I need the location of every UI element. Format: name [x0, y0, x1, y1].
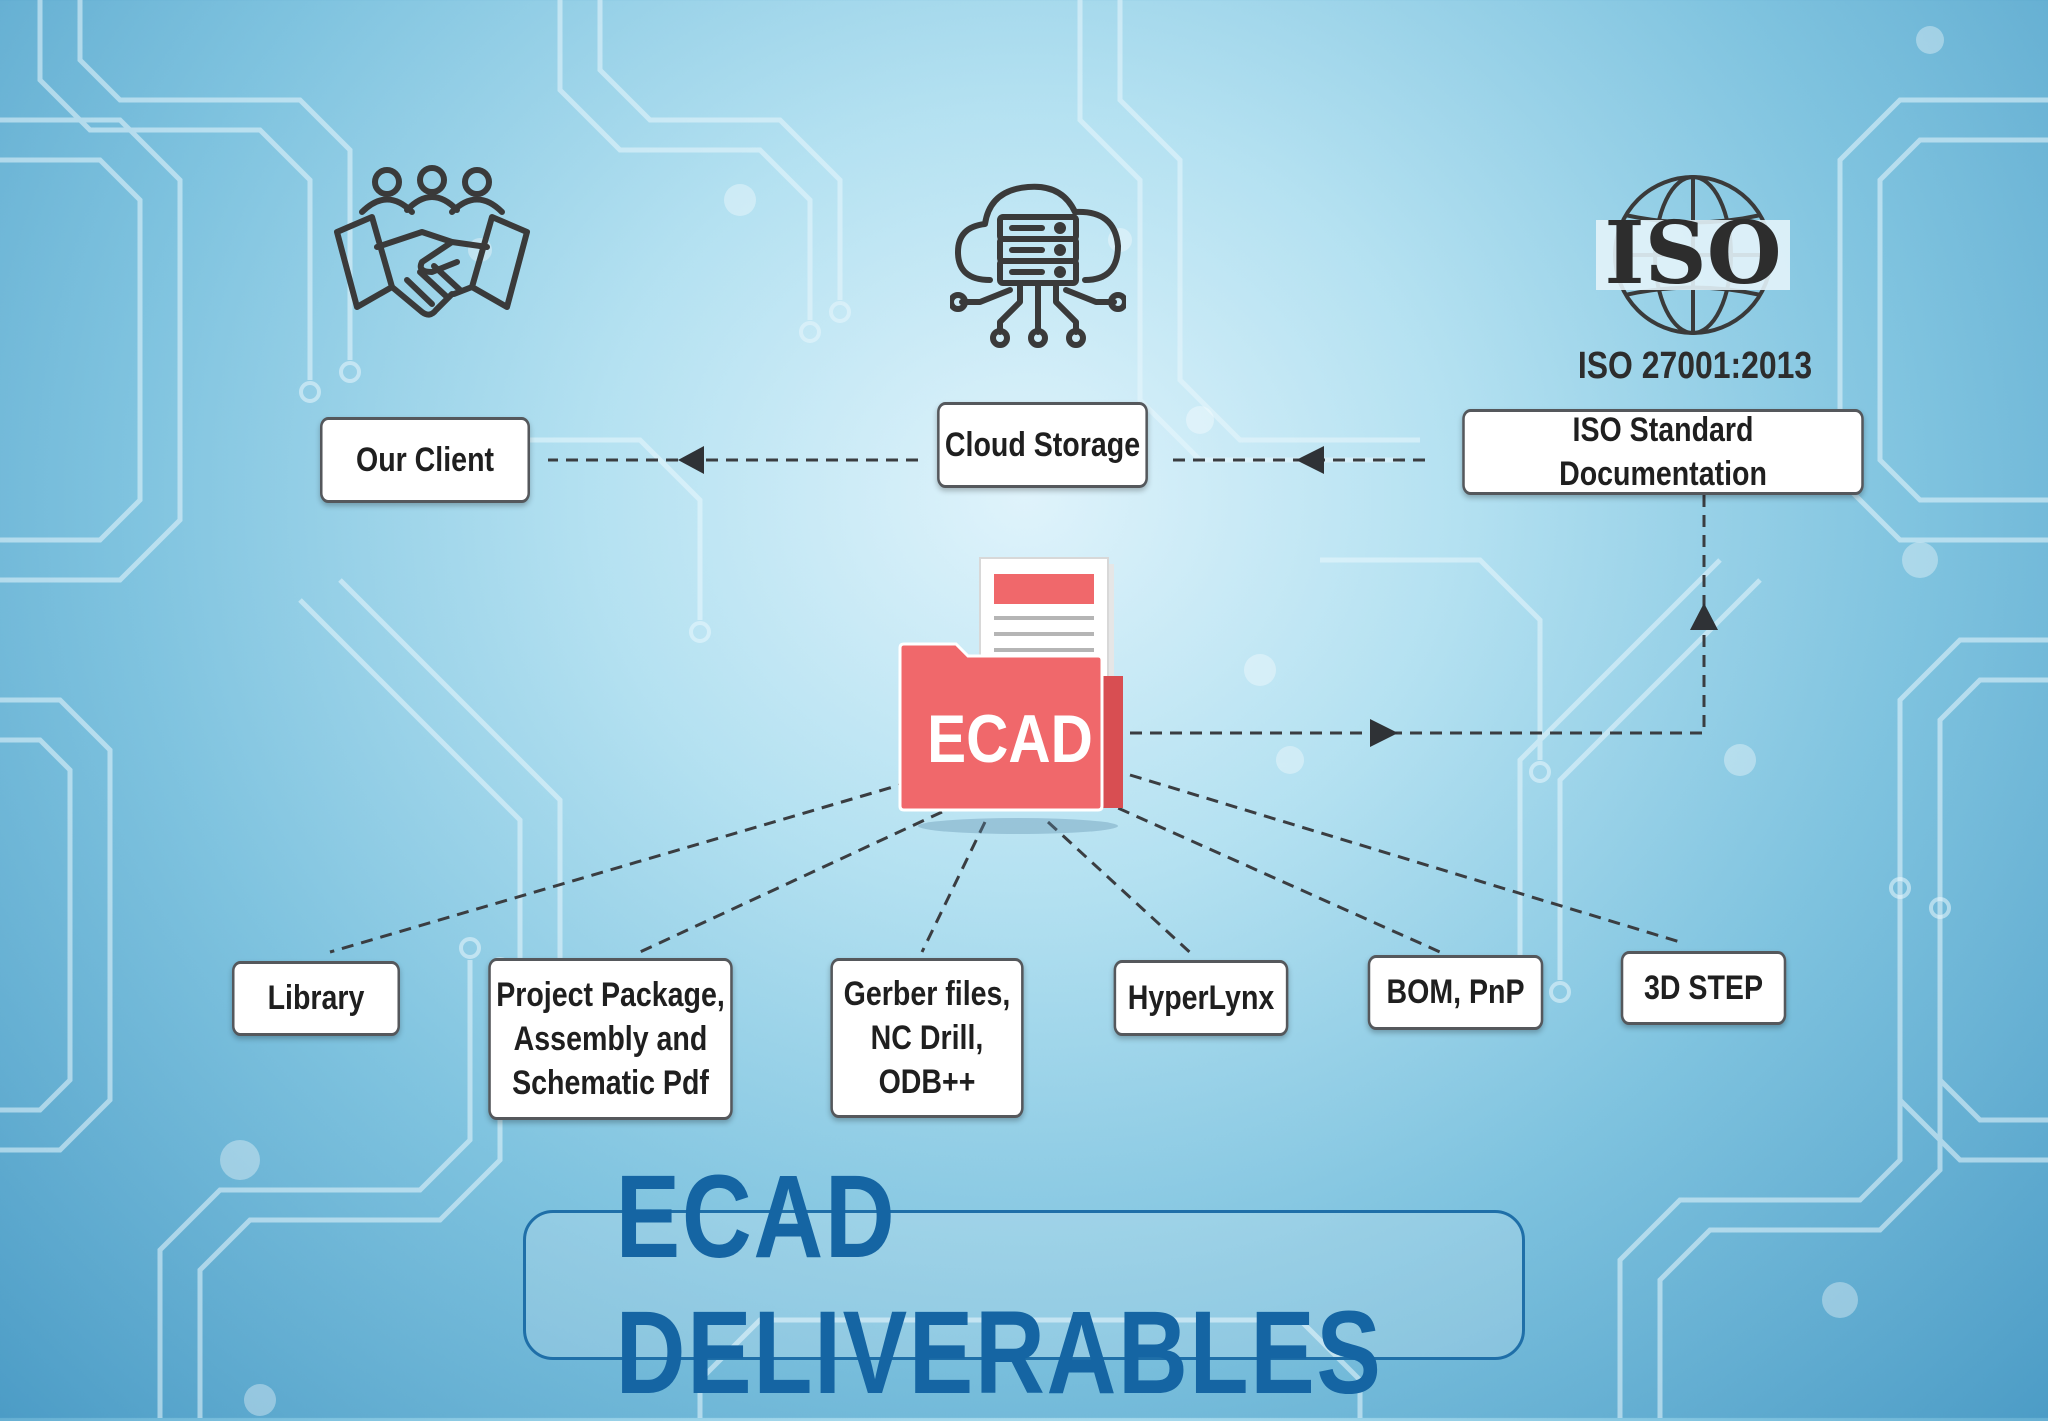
deliverable-hyperlynx: HyperLynx: [1113, 960, 1289, 1036]
arrow-head-from-ecad: [1370, 719, 1398, 747]
connector-ecad-to-bom: [1099, 798, 1441, 954]
arrow-head-to-iso: [1690, 603, 1718, 630]
node-our-client: Our Client: [320, 417, 530, 503]
connector-ecad-to-step: [1129, 773, 1681, 944]
node-cloud-storage-label: Cloud Storage: [944, 425, 1141, 464]
deliverable-library: Library: [232, 961, 400, 1036]
deliverable-3d-step: 3D STEP: [1620, 951, 1787, 1025]
deliverable-3d-step-label: 3D STEP: [1643, 968, 1764, 1007]
connector-ecad-to-gerber: [920, 821, 987, 953]
connector-ecad-to-hyperlynx: [1046, 820, 1197, 959]
node-cloud-storage: Cloud Storage: [937, 402, 1148, 488]
connector-ecad-to-project: [639, 810, 943, 954]
deliverable-gerber-files: Gerber files, NC Drill, ODB++: [830, 958, 1024, 1118]
deliverable-library-label: Library: [267, 979, 365, 1018]
deliverable-bom-pnp: BOM, PnP: [1367, 955, 1544, 1030]
cloud-server-icon: [950, 183, 1126, 348]
iso-certification-caption: ISO 27001:2013: [1577, 345, 1813, 387]
iso-globe-icon: ISO: [1596, 175, 1790, 335]
node-our-client-label: Our Client: [355, 440, 495, 479]
arrow-head-to-client: [678, 446, 704, 474]
title-banner: ECAD DELIVERABLES: [523, 1151, 1525, 1419]
deliverable-hyperlynx-label: HyperLynx: [1127, 978, 1275, 1017]
iso-logo-text: ISO: [1604, 203, 1781, 304]
deliverable-gerber-files-label: Gerber files, NC Drill, ODB++: [843, 974, 1011, 1102]
node-iso-standard-documentation-label: ISO Standard Documentation: [1559, 410, 1767, 493]
deliverable-project-package: Project Package, Assembly and Schematic …: [488, 958, 733, 1120]
diagram-title: ECAD DELIVERABLES: [615, 1151, 1383, 1419]
ecad-center-label: ECAD: [927, 701, 1093, 777]
deliverable-project-package-label: Project Package, Assembly and Schematic …: [496, 975, 725, 1103]
ecad-folder-icon: [898, 557, 1123, 834]
deliverable-bom-pnp-label: BOM, PnP: [1386, 973, 1525, 1012]
bokeh-dots: [220, 26, 1944, 1416]
arrow-head-to-cloud: [1296, 446, 1324, 474]
node-iso-standard-documentation: ISO Standard Documentation: [1462, 409, 1864, 495]
connector-ecad-to-library: [329, 780, 911, 954]
handshake-team-icon: [334, 165, 530, 318]
connector-ecad-to-iso: [1130, 494, 1706, 735]
